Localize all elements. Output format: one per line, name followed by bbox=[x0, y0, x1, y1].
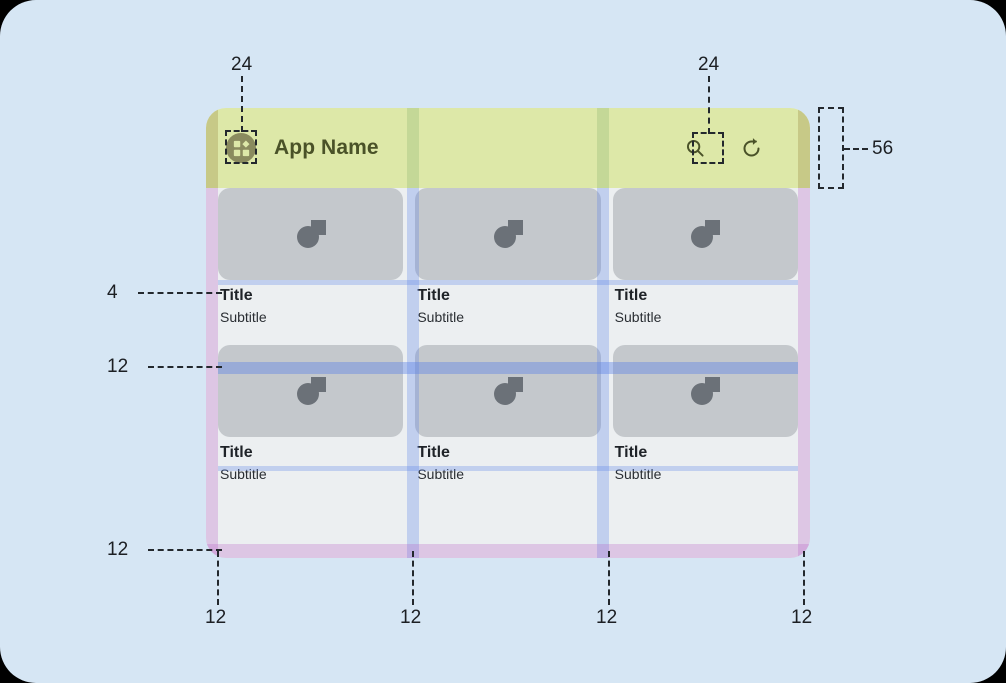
card-subtitle: Subtitle bbox=[220, 465, 267, 482]
card-title: Title bbox=[417, 444, 450, 462]
annotation-leader-4 bbox=[138, 292, 222, 294]
annotation-label-appbar-56: 56 bbox=[872, 138, 894, 159]
app-grid-logo-icon[interactable] bbox=[226, 133, 256, 163]
annotation-leader-rowgap-12 bbox=[148, 366, 222, 368]
annotation-label-left-margin-12: 12 bbox=[205, 607, 227, 628]
image-placeholder-icon bbox=[218, 188, 404, 280]
annotation-leader-gutter2-12 bbox=[608, 551, 610, 605]
card-body: Title Subtitle bbox=[218, 284, 404, 334]
refresh-icon[interactable] bbox=[738, 135, 764, 161]
image-placeholder-icon bbox=[415, 345, 601, 438]
card-body: Title Subtitle bbox=[218, 441, 404, 491]
card[interactable]: Title Subtitle bbox=[612, 345, 798, 491]
annotation-label-bottom-12: 12 bbox=[107, 539, 129, 560]
card-title: Title bbox=[417, 287, 450, 304]
app-bar-title: App Name bbox=[274, 136, 379, 159]
annotation-leader-bottom-12 bbox=[148, 549, 222, 551]
image-placeholder-icon bbox=[218, 345, 404, 438]
annotation-box-appbar-56 bbox=[818, 107, 844, 189]
card[interactable]: Title Subtitle bbox=[218, 188, 404, 334]
card[interactable]: Title Subtitle bbox=[218, 345, 404, 491]
card-body: Title Subtitle bbox=[415, 441, 601, 491]
annotation-label-gutter2-12: 12 bbox=[596, 607, 618, 628]
card-subtitle: Subtitle bbox=[220, 308, 267, 325]
card-body: Title Subtitle bbox=[612, 284, 798, 334]
annotation-label-right-margin-12: 12 bbox=[791, 607, 813, 628]
annotation-label-logo-24: 24 bbox=[231, 54, 253, 75]
annotation-box-search-24 bbox=[692, 132, 724, 164]
image-placeholder-icon bbox=[415, 188, 601, 280]
image-placeholder-icon bbox=[612, 188, 798, 280]
overlay-left-margin bbox=[206, 188, 218, 558]
annotation-label-rowgap-12: 12 bbox=[107, 356, 129, 377]
card-body: Title Subtitle bbox=[612, 441, 798, 491]
card[interactable]: Title Subtitle bbox=[415, 345, 601, 491]
annotation-leader-search-24 bbox=[708, 76, 710, 134]
annotation-leader-logo-24 bbox=[241, 76, 243, 132]
image-placeholder-icon bbox=[612, 345, 798, 438]
annotation-leader-left-margin-12 bbox=[217, 551, 219, 605]
card-title: Title bbox=[614, 444, 648, 462]
card-subtitle: Subtitle bbox=[614, 308, 662, 325]
card-subtitle: Subtitle bbox=[417, 465, 465, 482]
device-frame: App Name bbox=[206, 108, 810, 558]
annotation-label-4: 4 bbox=[107, 282, 118, 303]
card-grid: Title Subtitle Title bbox=[218, 188, 798, 491]
card-title: Title bbox=[220, 444, 253, 462]
card-title: Title bbox=[614, 287, 648, 304]
card-subtitle: Subtitle bbox=[614, 465, 662, 482]
card-body: Title Subtitle bbox=[415, 284, 601, 334]
annotation-leader-right-margin-12 bbox=[803, 551, 805, 605]
card-title: Title bbox=[220, 287, 253, 304]
overlay-right-margin bbox=[798, 188, 810, 558]
card[interactable]: Title Subtitle bbox=[415, 188, 601, 334]
annotation-leader-gutter1-12 bbox=[412, 551, 414, 605]
annotation-leader-appbar-56 bbox=[844, 148, 868, 150]
annotation-label-search-24: 24 bbox=[698, 54, 720, 75]
card-subtitle: Subtitle bbox=[417, 308, 465, 325]
annotation-label-gutter1-12: 12 bbox=[400, 607, 422, 628]
annotation-box-logo-24 bbox=[225, 130, 257, 164]
card[interactable]: Title Subtitle bbox=[612, 188, 798, 334]
overlay-bottom-margin bbox=[206, 544, 810, 558]
